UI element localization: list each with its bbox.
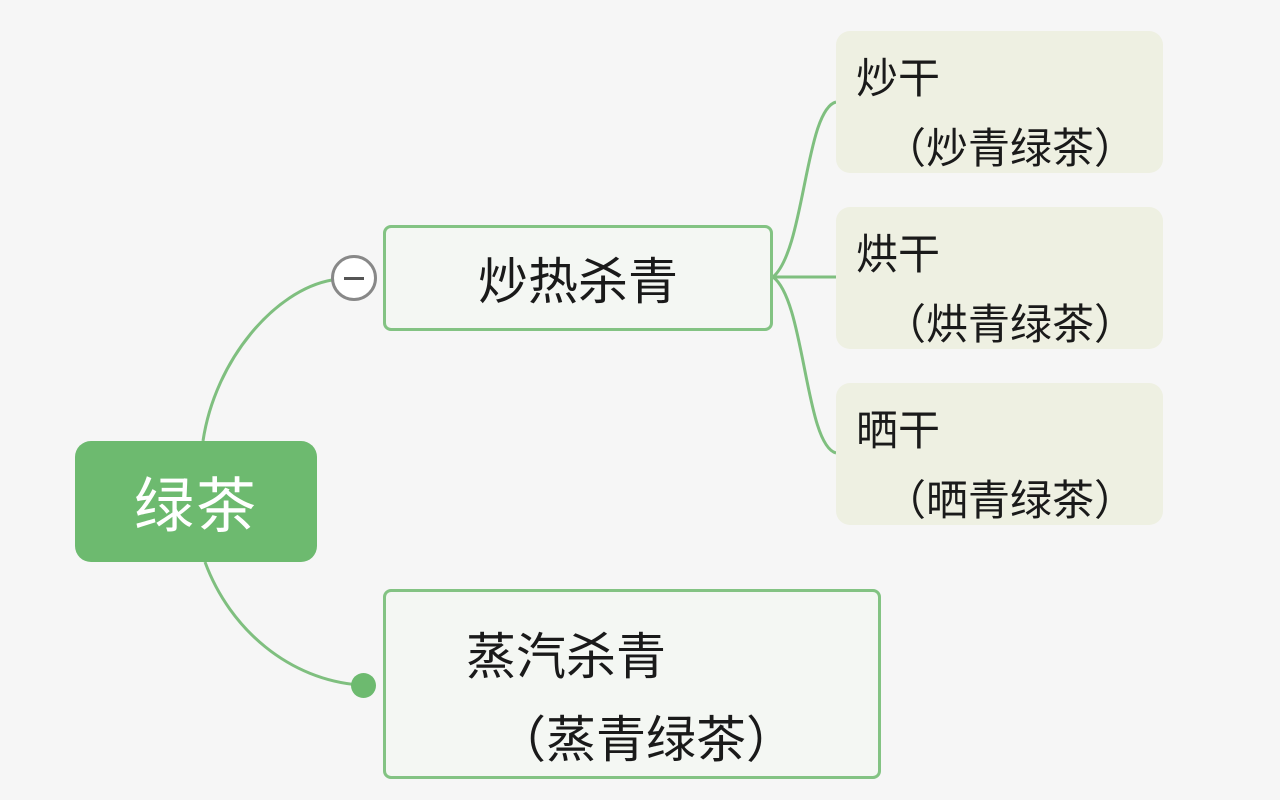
- link-chaore-to-shaigan: [772, 275, 837, 455]
- subtopic-honggan-title: 烘干: [856, 230, 941, 279]
- collapse-minus-circle-icon[interactable]: [331, 255, 377, 301]
- subtopic-shaigan-title: 晒干: [856, 406, 941, 455]
- minus-bar: [344, 277, 364, 280]
- link-root-to-chaore: [201, 278, 333, 442]
- subtopic-shaigan-note: （晒青绿茶）: [884, 476, 1137, 525]
- link-root-to-zhengqi: [203, 561, 361, 687]
- subtopic-chaogan-note: （炒青绿茶）: [884, 124, 1137, 173]
- link-chaore-to-chaogan: [771, 100, 837, 279]
- topic-zhengqi-shaqing-note: （蒸青绿茶）: [496, 711, 796, 769]
- expand-dot-icon[interactable]: [351, 673, 376, 698]
- root-topic-label: 绿茶: [134, 472, 258, 542]
- topic-chaore-shaqing-label: 炒热杀青: [478, 253, 678, 311]
- topic-chaore-shaqing[interactable]: 炒热杀青: [383, 225, 773, 331]
- subtopic-honggan[interactable]: 烘干 （烘青绿茶）: [836, 207, 1163, 349]
- subtopic-shaigan[interactable]: 晒干 （晒青绿茶）: [836, 383, 1163, 525]
- topic-zhengqi-shaqing-title: 蒸汽杀青: [466, 628, 666, 686]
- root-topic[interactable]: 绿茶: [75, 441, 317, 562]
- topic-zhengqi-shaqing[interactable]: 蒸汽杀青 （蒸青绿茶）: [383, 589, 881, 779]
- subtopic-chaogan-title: 炒干: [856, 54, 941, 103]
- subtopic-chaogan[interactable]: 炒干 （炒青绿茶）: [836, 31, 1163, 173]
- subtopic-honggan-note: （烘青绿茶）: [884, 300, 1137, 349]
